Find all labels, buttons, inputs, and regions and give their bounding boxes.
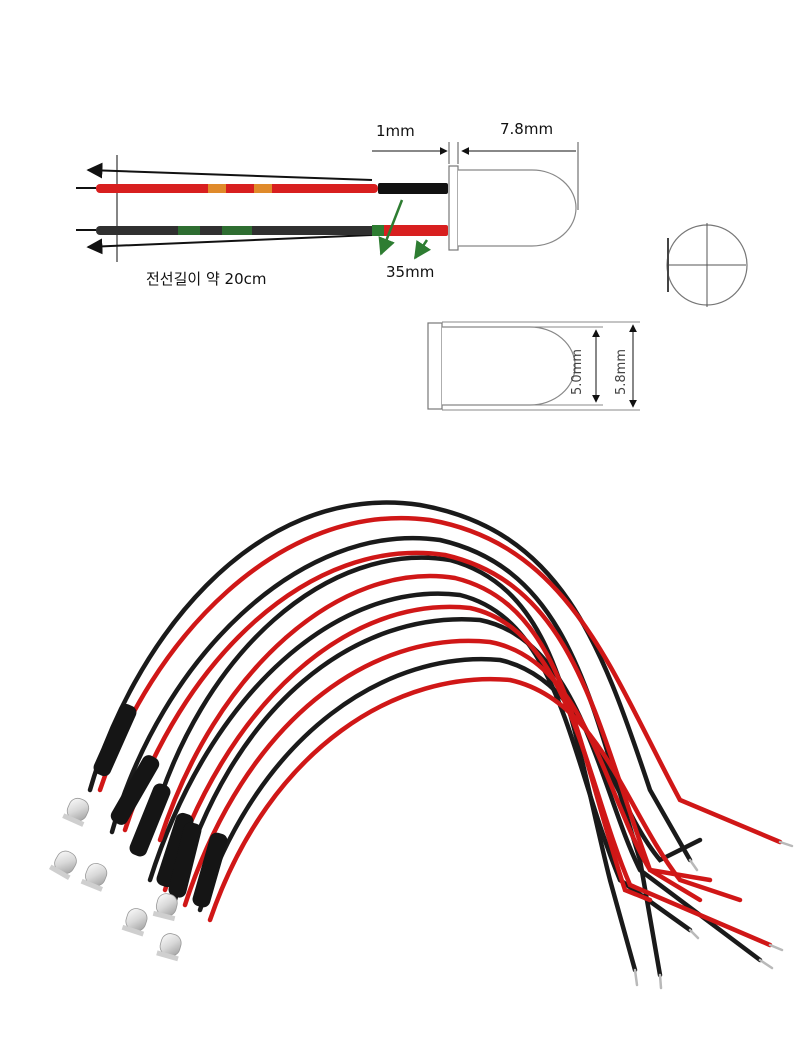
led-body-outline [458, 169, 577, 247]
led-side-view-diagram: 1mm 7.8mm 35mm 전선길이 약 20cm 5.0mm 5.8mm [76, 120, 748, 411]
sleeve-length-label: 35mm [386, 263, 434, 281]
led-flange [448, 165, 459, 251]
red-sleeve-bottom [378, 225, 448, 236]
sleeve-arrow-2 [413, 239, 432, 260]
led-front-view [666, 223, 748, 307]
body-length-label: 7.8mm [500, 120, 553, 138]
lead-gap-label: 1mm [376, 122, 415, 140]
black-wire [76, 226, 378, 235]
bare-wire-tips [633, 840, 794, 990]
red-wire [76, 184, 378, 193]
led-bundle-photo [48, 500, 794, 990]
black-sleeve-top [378, 183, 448, 194]
sleeve-arrow-1 [378, 199, 404, 256]
heat-shrink-sleeves [93, 703, 228, 908]
black-wires [87, 500, 763, 978]
led-lenses [48, 797, 182, 962]
wire-length-arrow-bottom [86, 234, 373, 255]
wire-length-label: 전선길이 약 20cm [146, 270, 266, 288]
led-diameter-view: 5.0mm 5.8mm [427, 321, 640, 411]
lens-diameter-label: 5.0mm [570, 349, 585, 395]
flange-diameter-label: 5.8mm [614, 349, 629, 395]
red-wires [97, 516, 783, 948]
wire-length-arrow-top [86, 162, 373, 181]
